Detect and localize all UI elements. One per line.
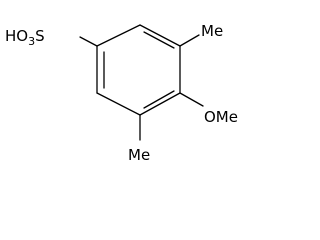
- sulfonic-acid-label: HO3S: [5, 27, 45, 48]
- methyl-bottom-label: Me: [128, 146, 150, 164]
- ring-double-bond-bottom: [143, 90, 175, 109]
- methoxy-bond: [179, 92, 204, 107]
- ring-bond-4: [139, 92, 181, 116]
- chemical-structure: HO3S Me OMe Me: [5, 22, 238, 164]
- sulfonic-acid-ho: HO: [5, 27, 28, 45]
- methyl-top-bond: [179, 34, 200, 47]
- ring-double-bond-top: [143, 31, 175, 49]
- ring-bond-2: [139, 24, 181, 47]
- ring-bond-1: [96, 24, 141, 47]
- structure-canvas: HO3S Me OMe Me: [5, 22, 238, 164]
- ring-bond-5: [96, 92, 141, 116]
- methyl-top-label: Me: [201, 22, 223, 40]
- sulfonic-acid-s: S: [35, 27, 45, 45]
- sulfonic-acid-subscript: 3: [28, 35, 35, 48]
- sulfonyl-bond: [79, 36, 98, 47]
- methoxy-label: OMe: [204, 108, 238, 126]
